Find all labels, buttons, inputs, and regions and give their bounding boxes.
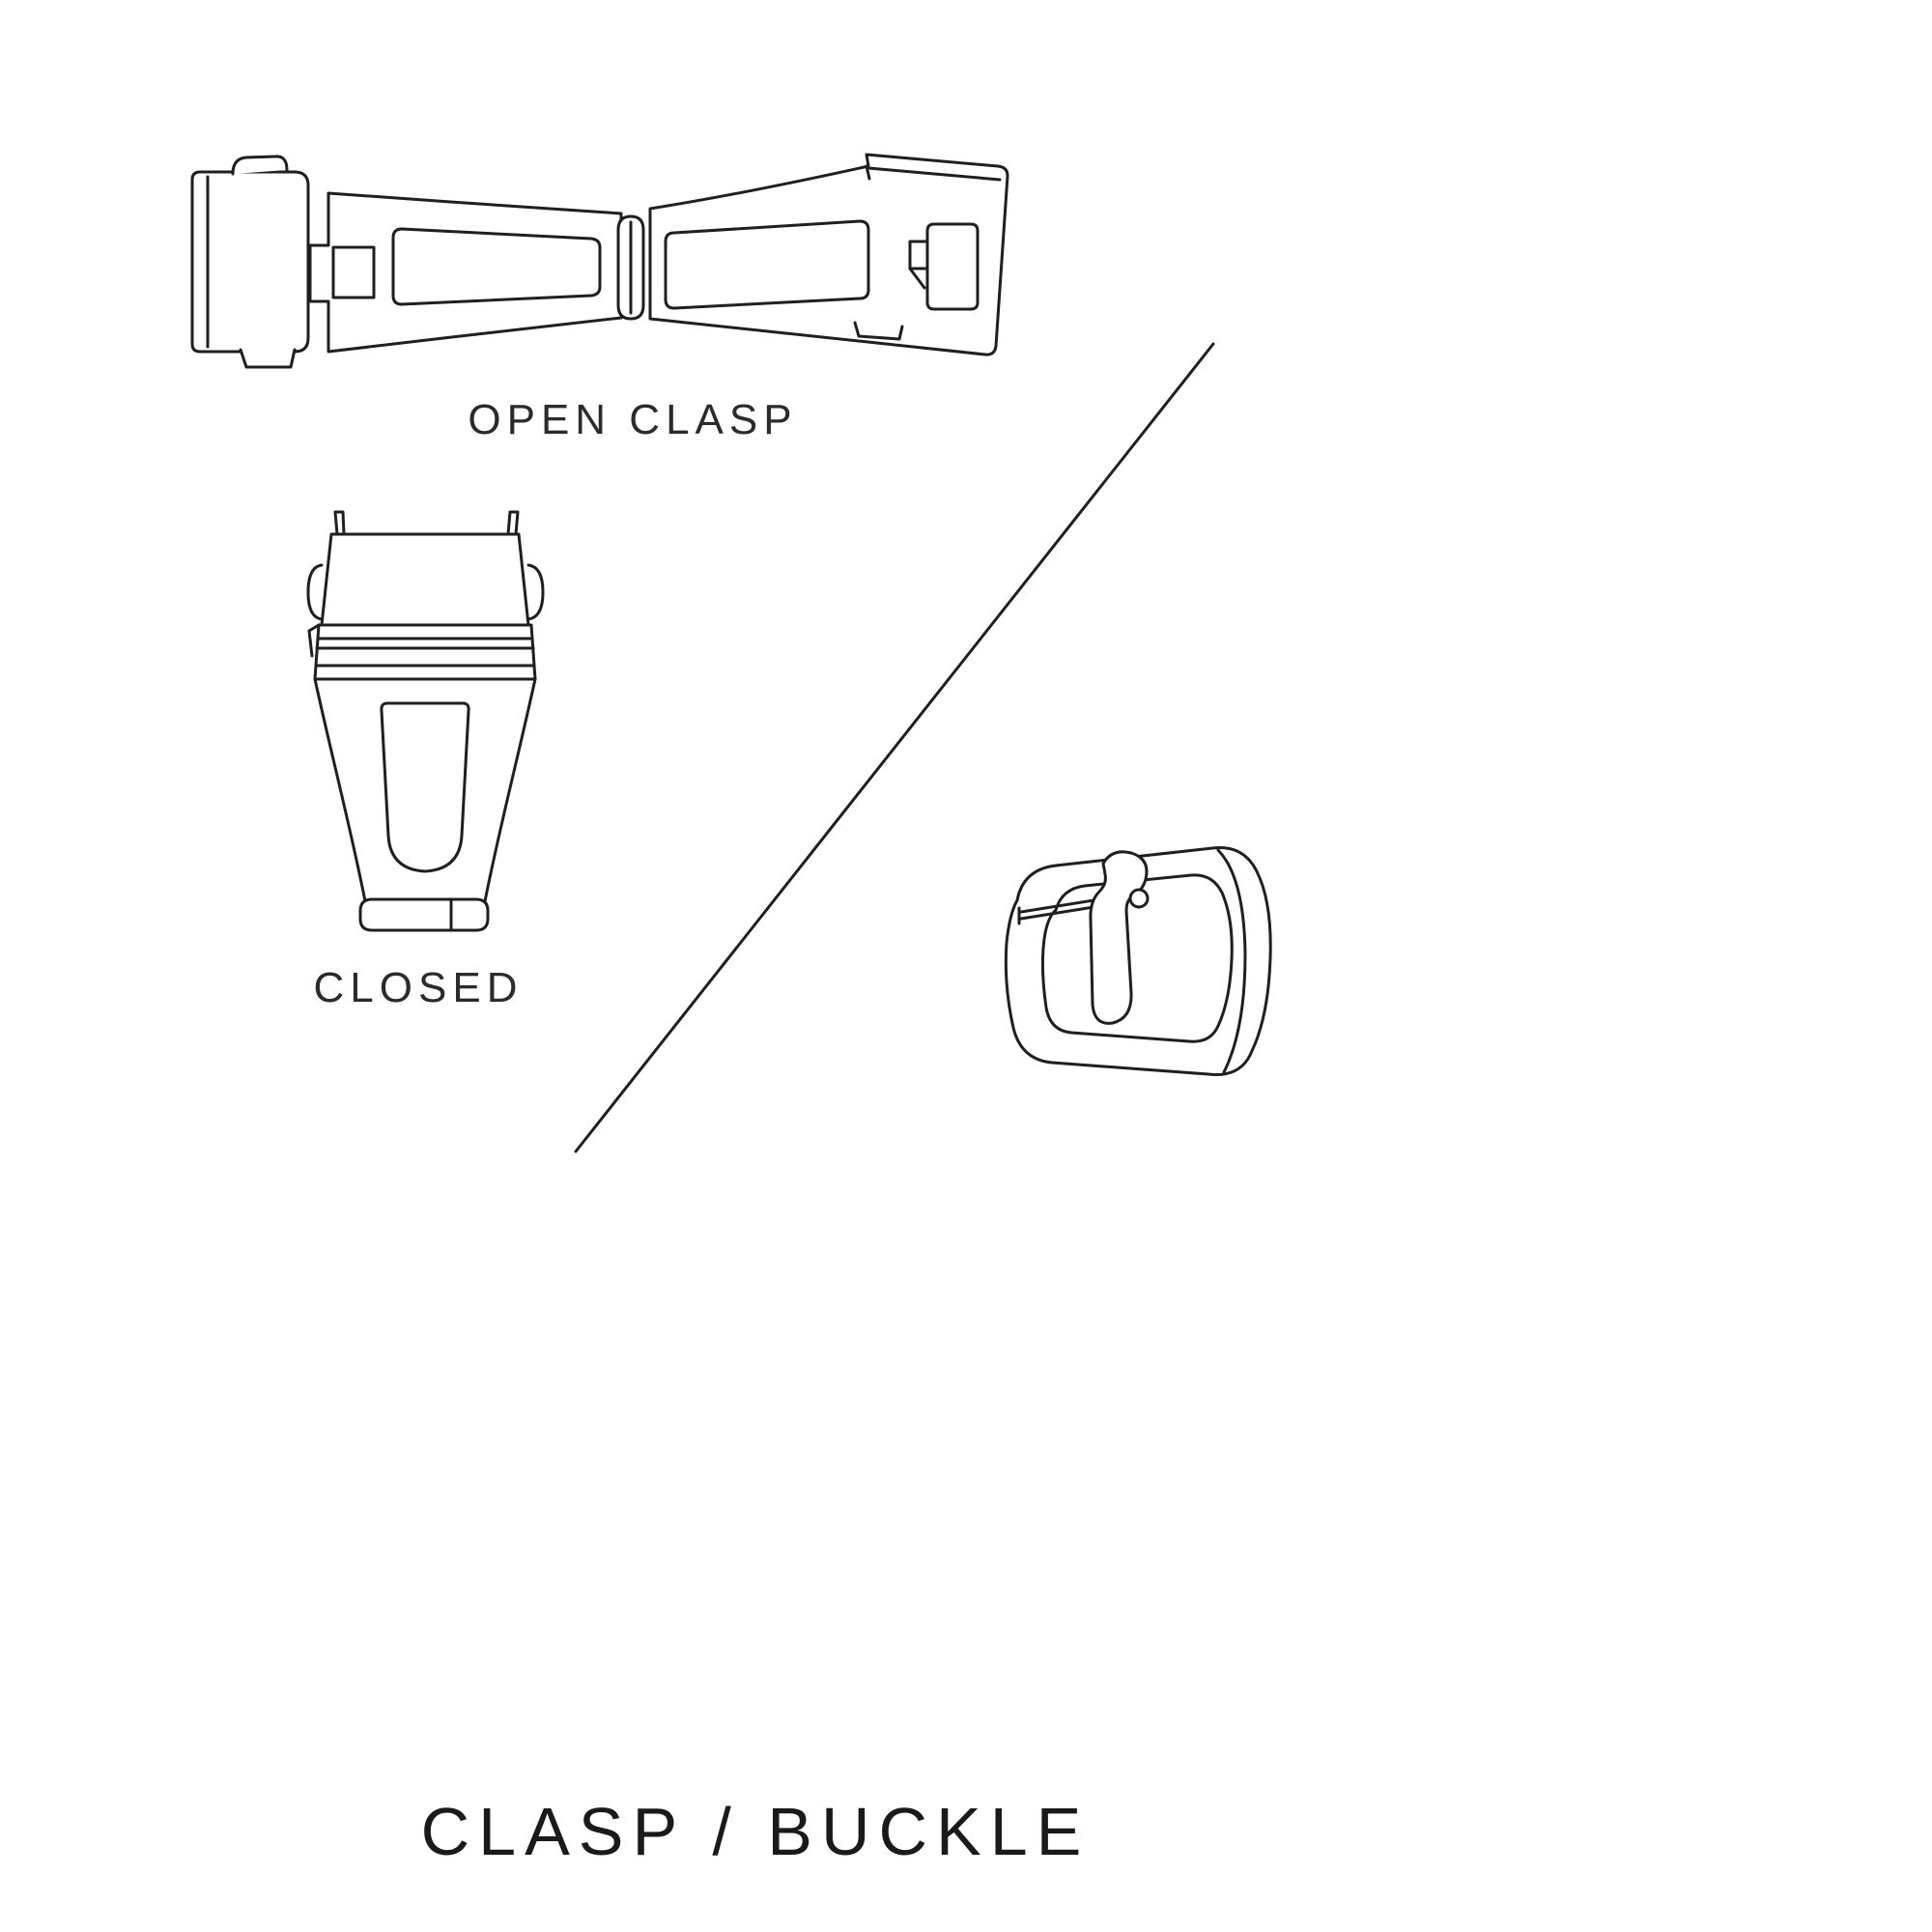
open-clasp-left-arm [310,193,621,352]
closed-clasp-prongs [335,512,518,534]
open-clasp-hinge [618,216,643,319]
open-clasp-label: OPEN CLASP [468,396,798,443]
closed-clasp-illustration [295,507,551,937]
buckle-tongue [1091,852,1148,1024]
tang-buckle-illustration [961,840,1290,1116]
closed-clasp-band [309,625,535,679]
closed-clasp-body [315,679,535,901]
closed-clasp-end-bar [360,899,488,930]
open-clasp-illustration [179,145,1014,382]
open-clasp-right-arm [650,155,1008,355]
diagram-title: CLASP / BUCKLE [420,1794,1091,1869]
closed-clasp-cover [308,534,543,625]
open-clasp-left-buckle [192,156,308,367]
diagonal-divider-line [568,336,1221,1159]
closed-clasp-label: CLOSED [313,964,524,1011]
